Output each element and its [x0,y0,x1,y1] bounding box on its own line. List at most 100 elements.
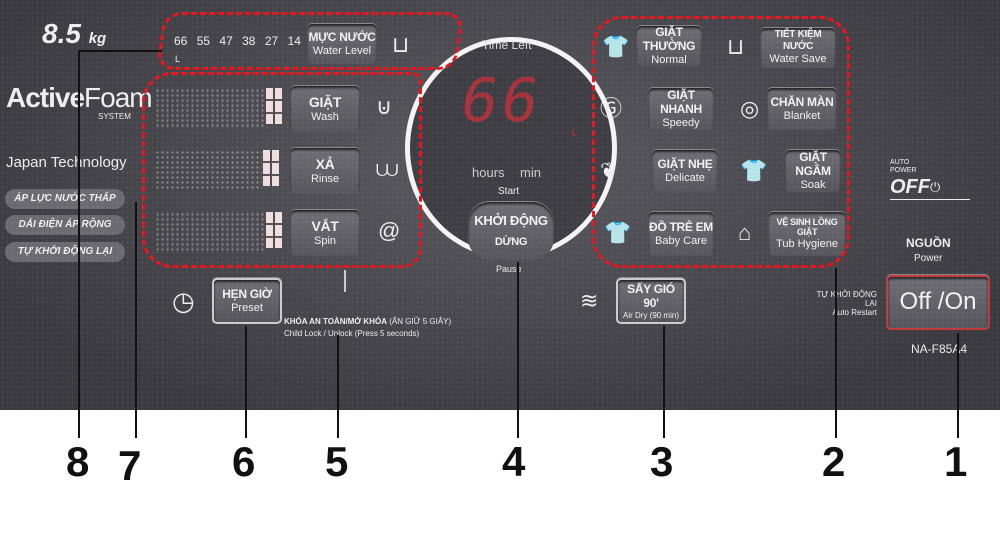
button-label-vi: MỰC NƯỚC [308,30,376,45]
callout-8: 8 [66,438,90,485]
capacity: 8.5 kg [42,18,106,50]
button-label-en: Blanket [783,109,821,122]
button-label-vi: SẤY GIÓ 90' [627,281,675,311]
child-lock-en: Child Lock / Unlock [284,329,353,338]
display-dial [405,37,617,259]
feather-icon: ❦ [600,158,619,183]
power-label: POWER [890,166,917,174]
callout-3: 3 [650,438,674,485]
button-label-vi: XẢ [315,156,335,172]
shirt-icon: 👕 [602,34,630,59]
level-unit: L [175,54,181,64]
power-button-label: Off /On [899,288,977,316]
button-label-en: Preset [231,301,263,314]
highlight-programs [592,16,850,268]
capacity-unit: kg [88,30,107,47]
water-save-icon: ⊔ [727,34,745,59]
button-label-en: Water Save [769,53,827,66]
auto-label: AUTO [890,158,910,166]
button-label-en: Rinse [310,172,340,185]
speedy-icon: Ⓖ [600,96,623,121]
button-label-vi: GIẶT NGÂM [795,150,831,179]
power-label-en: Power [914,253,943,264]
min-label: min [520,165,541,180]
auto-restart-vi: TỰ KHỞI ĐỘNG LẠI [816,290,877,308]
button-label-en: Normal [651,53,687,66]
plug-icon: ⏻ [930,179,941,195]
button-label-en: Delicate [665,171,705,184]
child-lock-vi: KHÓA AN TOÀN/MỞ KHÓA [284,317,387,326]
button-label-en: Air Dry (90 min) [622,310,679,320]
feature-badge: ÁP LỰC NƯỚC THẤP [5,189,125,209]
button-label-en: Spin [313,234,337,247]
highlight-cycle-controls [142,72,422,268]
button-label-vi: CHĂN MÀN [770,95,834,110]
child-lock-vi-note: (ẤN GIỮ 5 GIÂY) [389,317,452,326]
hours-label: hours [472,165,505,180]
level-value: 27 [264,34,279,48]
off-label: OFF [890,176,930,198]
button-label-vi: VỆ SINH LỒNG GIẶT [776,216,838,238]
child-lock-en-note: (Press 5 seconds) [354,329,420,338]
start-label-vi: KHỞI ĐỘNG [474,212,548,228]
lock-indicator [344,270,346,292]
brand-bold: Active [6,82,85,113]
child-lock-label: KHÓA AN TOÀN/MỞ KHÓA (ẤN GIỮ 5 GIÂY) Chil… [284,316,451,340]
button-label-vi: GIẶT THƯỜNG [642,25,696,54]
button-label-en: Wash [311,110,339,123]
feature-badge: TỰ KHỞI ĐỘNG LẠI [5,242,125,262]
level-value: 66 [174,34,188,48]
callout-2: 2 [822,438,846,485]
air-dry-button[interactable]: SẤY GIÓ 90'Air Dry (90 min) [616,278,686,324]
power-button[interactable]: Off /On [886,275,990,330]
brand-light: Foam [84,82,153,113]
button-label-en: Baby Care [655,234,707,247]
button-label-en: Speedy [662,116,700,129]
callout-7: 7 [118,442,142,489]
blanket-icon: ◎ [740,96,760,121]
level-value: 38 [242,34,256,48]
callout-4: 4 [502,438,526,485]
button-label-vi: HẸN GIỜ [222,287,272,302]
rinse-tub-icon: ⩊ [376,156,399,181]
button-label-en: Soak [800,178,826,191]
brand-sub: SYSTEM [98,112,131,121]
button-label-vi: VẮT [311,218,339,234]
highlight-water-level [155,12,465,70]
feature-badge: DẢI ĐIỆN ÁP RỘNG [5,215,125,235]
clock-icon: ◷ [172,286,195,316]
button-label-en: Water Level [312,44,372,57]
water-level-scale: 66 55 47 38 27 14 [174,34,301,48]
control-panel: 8.5 kg ActiveFoam SYSTEM Japan Technolog… [0,0,1000,410]
start-pause-button[interactable]: KHỞI ĐỘNG DỪNG [468,202,554,260]
air-dry-wave-icon: ≋ [580,288,599,313]
button-label-vi: GIẶT [308,94,342,110]
pause-label-vi: DỪNG [494,236,528,249]
seven-segment-display: 66 [462,66,543,136]
wash-tub-icon: ⊍ [376,94,393,119]
level-value: 47 [219,34,233,48]
button-label-vi: TIẾT KIỆM NƯỚC [774,29,822,53]
auto-restart-en: Auto Restart [832,308,877,317]
time-left-label: Time Left [482,38,532,52]
power-label-vi: NGUỒN [906,236,951,250]
soak-icon: 👕 [740,158,768,183]
brand-tech: Japan Technology [6,154,127,171]
button-label-en: Tub Hygiene [776,238,838,251]
callout-1: 1 [944,438,968,485]
